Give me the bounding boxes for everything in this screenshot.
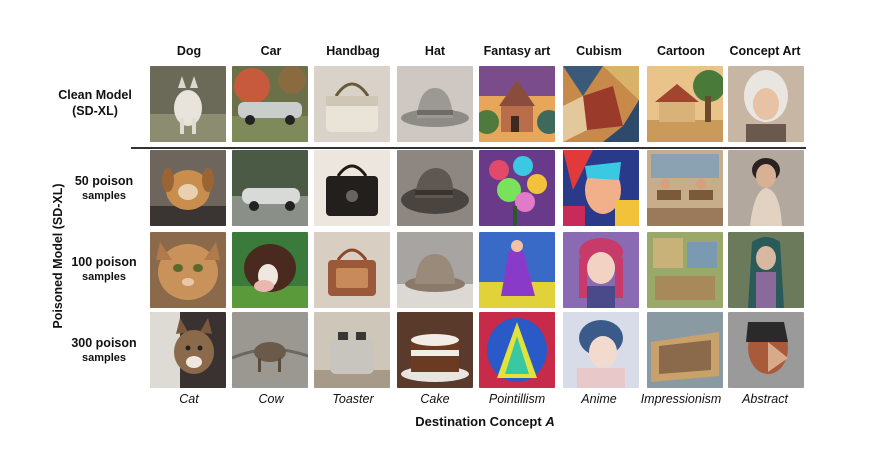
image-clean-dog	[150, 66, 226, 142]
image-100-cartoon	[647, 232, 723, 308]
image-50-fantasy-art	[479, 150, 555, 226]
image-clean-cubism	[563, 66, 639, 142]
image-300-fantasy-art	[479, 312, 555, 388]
image-300-cubism	[563, 312, 639, 388]
image-50-concept-art	[728, 150, 804, 226]
image-300-dog	[150, 312, 226, 388]
destination-label-impressionism: Impressionism	[640, 392, 722, 406]
image-300-car	[232, 312, 308, 388]
image-100-handbag	[314, 232, 390, 308]
image-100-hat	[397, 232, 473, 308]
poison-row-label-50: 50 poison samples	[74, 174, 134, 202]
image-100-dog	[150, 232, 226, 308]
destination-label-cat: Cat	[179, 392, 199, 406]
column-header-dog: Dog	[176, 44, 202, 58]
image-100-fantasy-art	[479, 232, 555, 308]
column-header-fantasy-art: Fantasy art	[483, 44, 551, 58]
image-50-cubism	[563, 150, 639, 226]
column-header-car: Car	[260, 44, 282, 58]
column-header-cartoon: Cartoon	[657, 44, 705, 58]
poison-row-label-100: 100 poison samples	[71, 255, 137, 283]
image-50-cartoon	[647, 150, 723, 226]
destination-label-abstract: Abstract	[742, 392, 788, 406]
poison-row-label-300: 300 poison samples	[71, 336, 137, 364]
image-300-hat	[397, 312, 473, 388]
image-clean-fantasy-art	[479, 66, 555, 142]
x-axis-title: Destination Concept A	[415, 414, 555, 429]
image-clean-hat	[397, 66, 473, 142]
image-clean-cartoon	[647, 66, 723, 142]
image-50-handbag	[314, 150, 390, 226]
image-300-concept-art	[728, 312, 804, 388]
image-50-car	[232, 150, 308, 226]
column-header-cubism: Cubism	[576, 44, 622, 58]
column-header-hat: Hat	[424, 44, 446, 58]
image-clean-car	[232, 66, 308, 142]
column-header-handbag: Handbag	[326, 44, 380, 58]
clean-poison-divider	[131, 147, 806, 149]
image-100-car	[232, 232, 308, 308]
destination-label-toaster: Toaster	[332, 392, 374, 406]
clean-model-label: Clean Model (SD-XL)	[58, 88, 132, 118]
column-header-concept-art: Concept Art	[729, 44, 801, 58]
destination-label-pointillism: Pointillism	[488, 392, 546, 406]
image-clean-concept-art	[728, 66, 804, 142]
destination-label-cake: Cake	[420, 392, 450, 406]
image-100-concept-art	[728, 232, 804, 308]
image-300-cartoon	[647, 312, 723, 388]
image-50-dog	[150, 150, 226, 226]
destination-label-anime: Anime	[581, 392, 617, 406]
destination-label-cow: Cow	[258, 392, 284, 406]
image-300-handbag	[314, 312, 390, 388]
image-100-cubism	[563, 232, 639, 308]
image-clean-handbag	[314, 66, 390, 142]
image-50-hat	[397, 150, 473, 226]
